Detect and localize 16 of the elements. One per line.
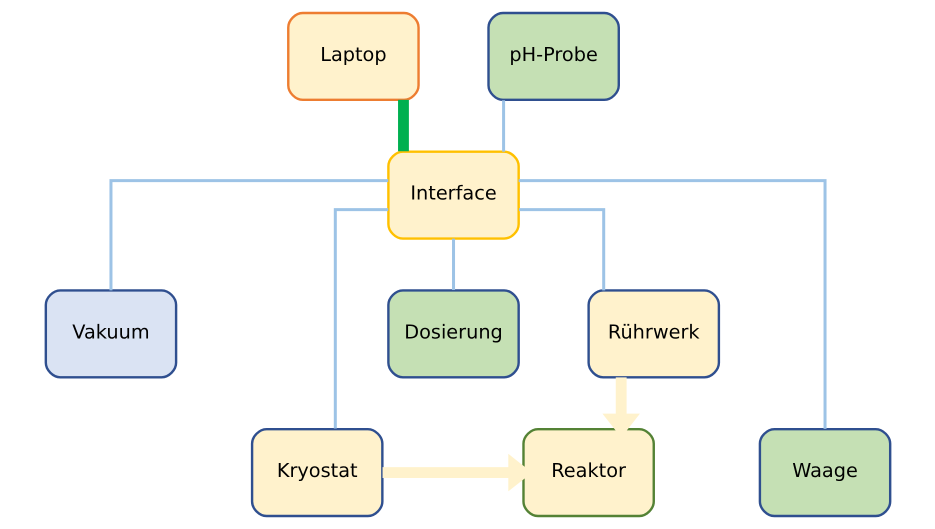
connector bbox=[502, 100, 505, 152]
connector bbox=[518, 179, 826, 429]
node-box: Kryostat bbox=[250, 428, 384, 518]
connector bbox=[452, 238, 455, 290]
node-box: Reaktor bbox=[522, 428, 654, 518]
connector bbox=[518, 208, 605, 290]
connector bbox=[108, 179, 388, 290]
node-box: pH-Probe bbox=[486, 12, 620, 102]
node-box: Waage bbox=[758, 428, 891, 518]
connector bbox=[398, 100, 408, 152]
node-box: Rührwerk bbox=[586, 289, 720, 378]
node-box: Vakuum bbox=[44, 289, 177, 378]
node-box: Dosierung bbox=[386, 289, 520, 378]
node-box: Interface bbox=[386, 150, 520, 240]
node-box: Laptop bbox=[286, 12, 420, 102]
connector bbox=[333, 208, 388, 429]
